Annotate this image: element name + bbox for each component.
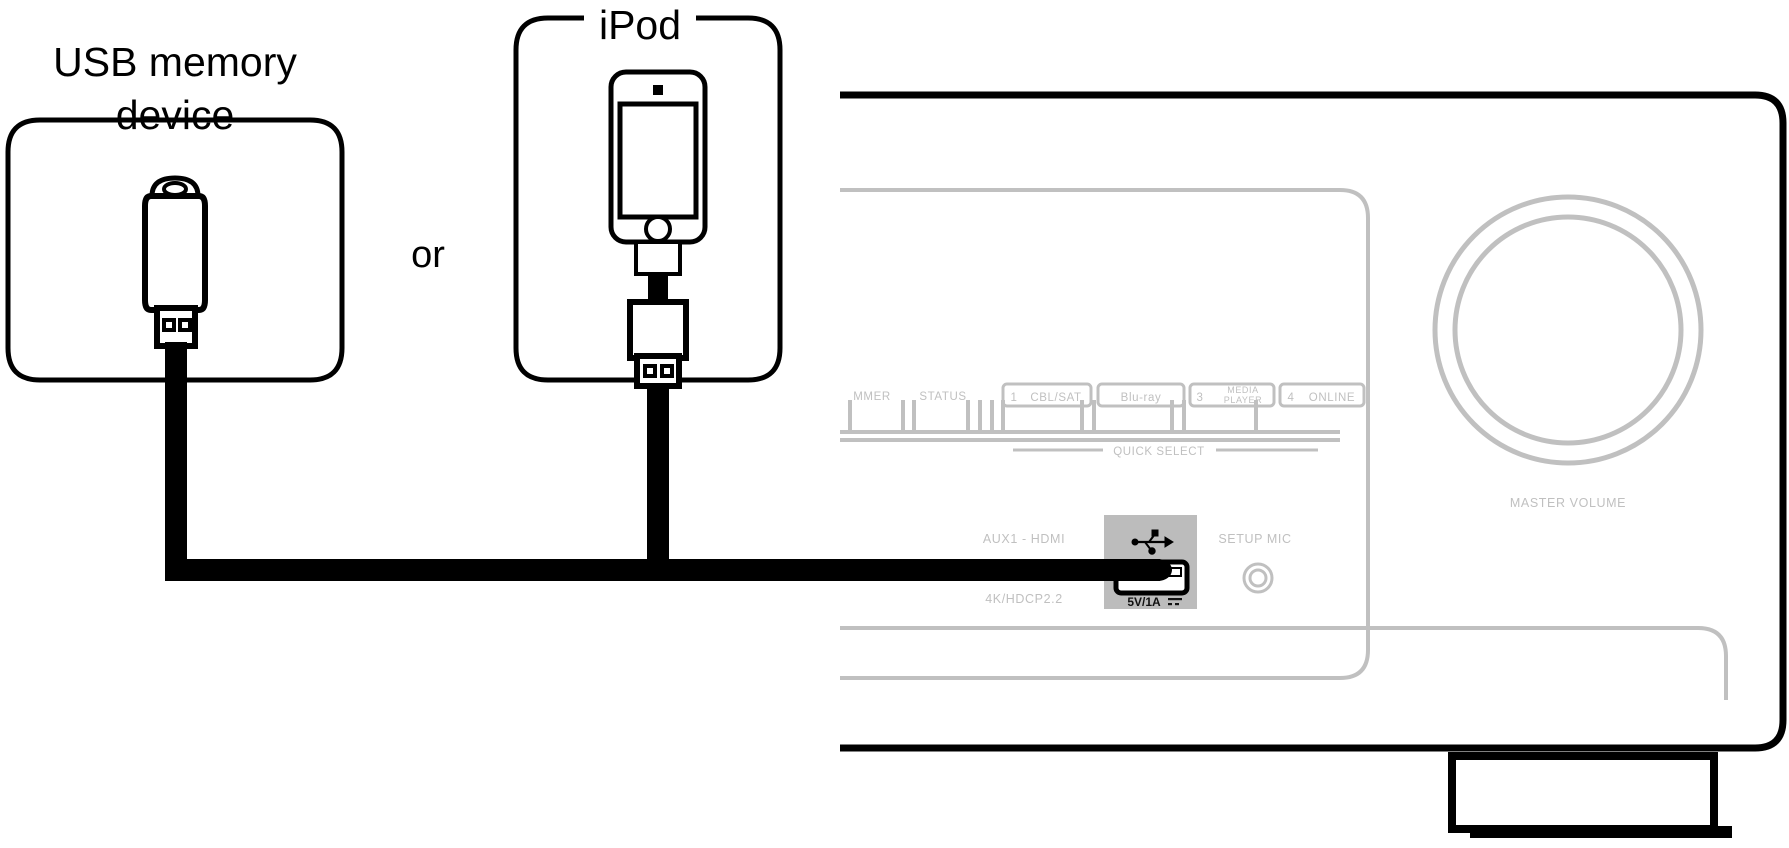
master-volume-label: MASTER VOLUME: [1510, 496, 1626, 510]
connection-cables: [165, 342, 1172, 581]
button-number-1: 1: [1011, 392, 1018, 404]
volume-knob-inner-ring[interactable]: [1452, 214, 1684, 446]
or-conjunction-label: or: [411, 234, 445, 276]
quick-select-group: QUICK SELECT: [1013, 446, 1318, 458]
aux1-hdmi-label: AUX1 - HDMI: [983, 532, 1065, 546]
ipod-bracket: [513, 15, 783, 383]
button-number-4: 4: [1288, 392, 1295, 404]
usb-power-label: 5V/1A: [1127, 595, 1161, 609]
volume-knob-outer-ring[interactable]: [1432, 194, 1704, 466]
button-label-media: MEDIA: [1227, 385, 1259, 395]
aux1-hdmi-sublabel: 4K/HDCP2.2: [985, 592, 1063, 606]
faceplate-panel-outline: [840, 188, 1370, 680]
ipod-screen: [617, 101, 699, 220]
usb-memory-device-bracket: [5, 117, 345, 383]
button-label-player: PLAYER: [1224, 395, 1262, 405]
usb-a-plug-icon: [627, 299, 689, 361]
usb-memory-cable: [165, 342, 1144, 581]
quick-select-label: QUICK SELECT: [1113, 446, 1205, 458]
faceplate-lower-edge: [840, 626, 1728, 700]
button-label-cbl-sat: CBL/SAT: [1030, 392, 1081, 404]
mic-jack-icon[interactable]: [1242, 562, 1274, 594]
receiver-foot: [1448, 752, 1732, 838]
usb-memory-label-line2: device: [116, 92, 235, 138]
short-cable: [648, 272, 668, 304]
setup-mic-group: SETUP MIC: [1218, 532, 1291, 594]
usb-flash-drive-icon: [142, 175, 208, 349]
setup-mic-label: SETUP MIC: [1218, 532, 1291, 546]
chassis-outline: [840, 91, 1787, 752]
receiver-top-button-row: MMER STATUS 1 CBL/SAT Blu-ray 3 MEDIA PL…: [840, 382, 1366, 442]
ipod-front-camera-icon: [653, 85, 663, 95]
ipod-label: iPod: [599, 2, 681, 48]
usb-trident-icon: [1131, 529, 1174, 555]
button-blu-ray[interactable]: Blu-ray: [1096, 382, 1186, 408]
button-cbl-sat[interactable]: 1 CBL/SAT: [1001, 382, 1093, 408]
button-label-blu-ray: Blu-ray: [1121, 392, 1162, 404]
button-number-3: 3: [1197, 392, 1204, 404]
ipod-label-mask: [584, 0, 696, 46]
dc-symbol-icon: [1168, 598, 1182, 606]
cable-plug-tip: [1100, 559, 1160, 581]
ipod-home-button-icon: [644, 215, 672, 243]
dock-connector-icon: [634, 240, 682, 276]
button-online[interactable]: 4 ONLINE: [1278, 382, 1366, 408]
receiver-chassis: [840, 91, 1787, 838]
button-label-status: STATUS: [919, 391, 966, 403]
ipod-cable-assembly: [627, 240, 689, 389]
ipod-touch-icon: [608, 69, 708, 245]
button-label-online: ONLINE: [1309, 392, 1355, 404]
usb-memory-label-line1: USB memory: [53, 39, 297, 85]
button-label-dimmer: MMER: [853, 391, 891, 403]
button-media-player[interactable]: 3 MEDIA PLAYER: [1188, 382, 1276, 408]
master-volume-group: MASTER VOLUME: [1432, 194, 1704, 510]
